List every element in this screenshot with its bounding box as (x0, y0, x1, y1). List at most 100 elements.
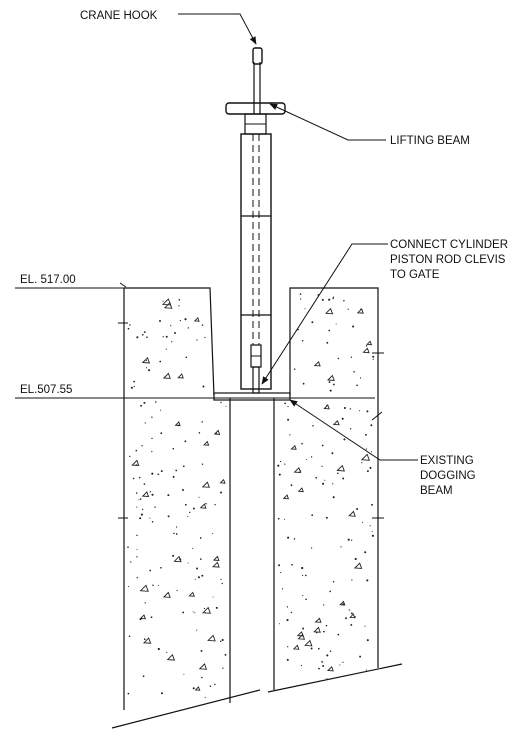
stipple-dot (202, 385, 205, 388)
stipple-dot (337, 357, 340, 360)
stipple-dot (277, 464, 280, 467)
stipple-dot (350, 539, 353, 541)
stipple-aggregate (326, 374, 335, 382)
stipple-dot (287, 536, 290, 539)
stipple-dot (140, 513, 143, 516)
stipple-aggregate (323, 404, 330, 410)
stipple-aggregate (142, 637, 152, 644)
stipple-dot (129, 324, 131, 326)
stipple-dot (132, 477, 135, 480)
stipple-dot (201, 324, 204, 326)
stipple-dot (354, 557, 357, 561)
stipple-aggregate (173, 555, 182, 563)
stipple-dot (129, 455, 131, 458)
stipple-dot (310, 456, 313, 458)
stipple-aggregate (313, 360, 321, 367)
stipple-dot (366, 639, 369, 642)
stipple-dot (339, 664, 341, 666)
stipple-dot (204, 336, 206, 339)
stipple-aggregate (339, 600, 346, 606)
stipple-dot (329, 590, 332, 593)
stipple-aggregate (188, 591, 195, 597)
stipple-dot (311, 321, 314, 324)
stipple-dot (192, 547, 194, 549)
stipple-dot (157, 473, 160, 476)
stipple-dot (361, 462, 363, 464)
stipple-aggregate (201, 481, 210, 488)
stipple-dot (184, 318, 187, 321)
lifting-beam (225, 102, 286, 115)
stipple-dot (299, 293, 302, 295)
stipple-aggregate (194, 686, 201, 691)
stipple-dot (302, 382, 305, 385)
stipple-aggregate (161, 298, 172, 306)
stipple-dot (149, 569, 152, 572)
stipple-dot (219, 640, 222, 642)
stipple-dot (278, 564, 281, 567)
stipple-aggregate (336, 464, 345, 472)
stipple-dot (302, 627, 305, 630)
stipple-aggregate (212, 555, 220, 562)
stipple-dot (286, 619, 289, 622)
stipple-dot (287, 418, 290, 421)
stipple-dot (130, 386, 133, 389)
stipple-dot (160, 470, 163, 473)
stipple-dot (141, 445, 143, 447)
stipple-dot (347, 538, 350, 541)
stipple-aggregate (362, 347, 370, 354)
stipple-dot (366, 470, 369, 473)
stipple-dot (326, 654, 329, 657)
stipple-dot (154, 506, 156, 508)
stipple-dot (172, 554, 175, 557)
stipple-dot (143, 331, 146, 334)
stipple-dot (301, 442, 303, 445)
stipple-dot (200, 649, 203, 652)
stipple-aggregate (141, 491, 150, 497)
stipple-dot (332, 483, 334, 485)
stipple-dot (167, 494, 170, 497)
stipple-dot (171, 341, 173, 343)
stipple-dot (136, 577, 138, 579)
stipple-dot (356, 384, 358, 387)
stipple-dot (185, 356, 188, 359)
stipple-dot (345, 617, 347, 620)
stipple-dot (343, 406, 346, 410)
stipple-dot (361, 521, 363, 523)
stipple-dot (204, 696, 206, 698)
stipple-dot (281, 588, 284, 590)
stipple-dot (305, 598, 307, 601)
stipple-dot (170, 325, 172, 327)
stipple-dot (172, 475, 175, 478)
stipple-dot (369, 466, 372, 469)
stipple-aggregate (199, 503, 207, 509)
stipple-dot (203, 607, 206, 610)
stipple-dot (145, 359, 147, 362)
stipple-aggregate (332, 419, 340, 426)
stipple-dot (321, 661, 323, 663)
stipple-dot (371, 530, 373, 532)
stipple-dot (364, 625, 366, 627)
stipple-dot (136, 556, 138, 558)
stipple-dot (347, 308, 349, 310)
stipple-dot (225, 405, 227, 407)
stipple-dot (370, 424, 373, 427)
stipple-dot (302, 574, 304, 577)
stipple-dot (326, 341, 329, 344)
stipple-dot (182, 465, 185, 468)
stipple-dot (277, 517, 280, 520)
label-elevation-507: EL.507.55 (20, 384, 72, 396)
stipple-dot (340, 546, 342, 548)
stipple-dot (151, 520, 154, 523)
stipple-dot (371, 503, 373, 506)
stipple-dot (157, 647, 160, 651)
stipple-dot (187, 515, 189, 518)
stipple-dot (130, 561, 132, 563)
stipple-dot (150, 616, 153, 619)
stipple-dot (284, 463, 286, 465)
stipple-dot (351, 579, 353, 581)
stipple-dot (135, 492, 138, 494)
stipple-dot (198, 496, 200, 498)
stipple-dot (329, 389, 332, 392)
stipple-dot (162, 300, 164, 302)
stipple-dot (127, 692, 130, 695)
